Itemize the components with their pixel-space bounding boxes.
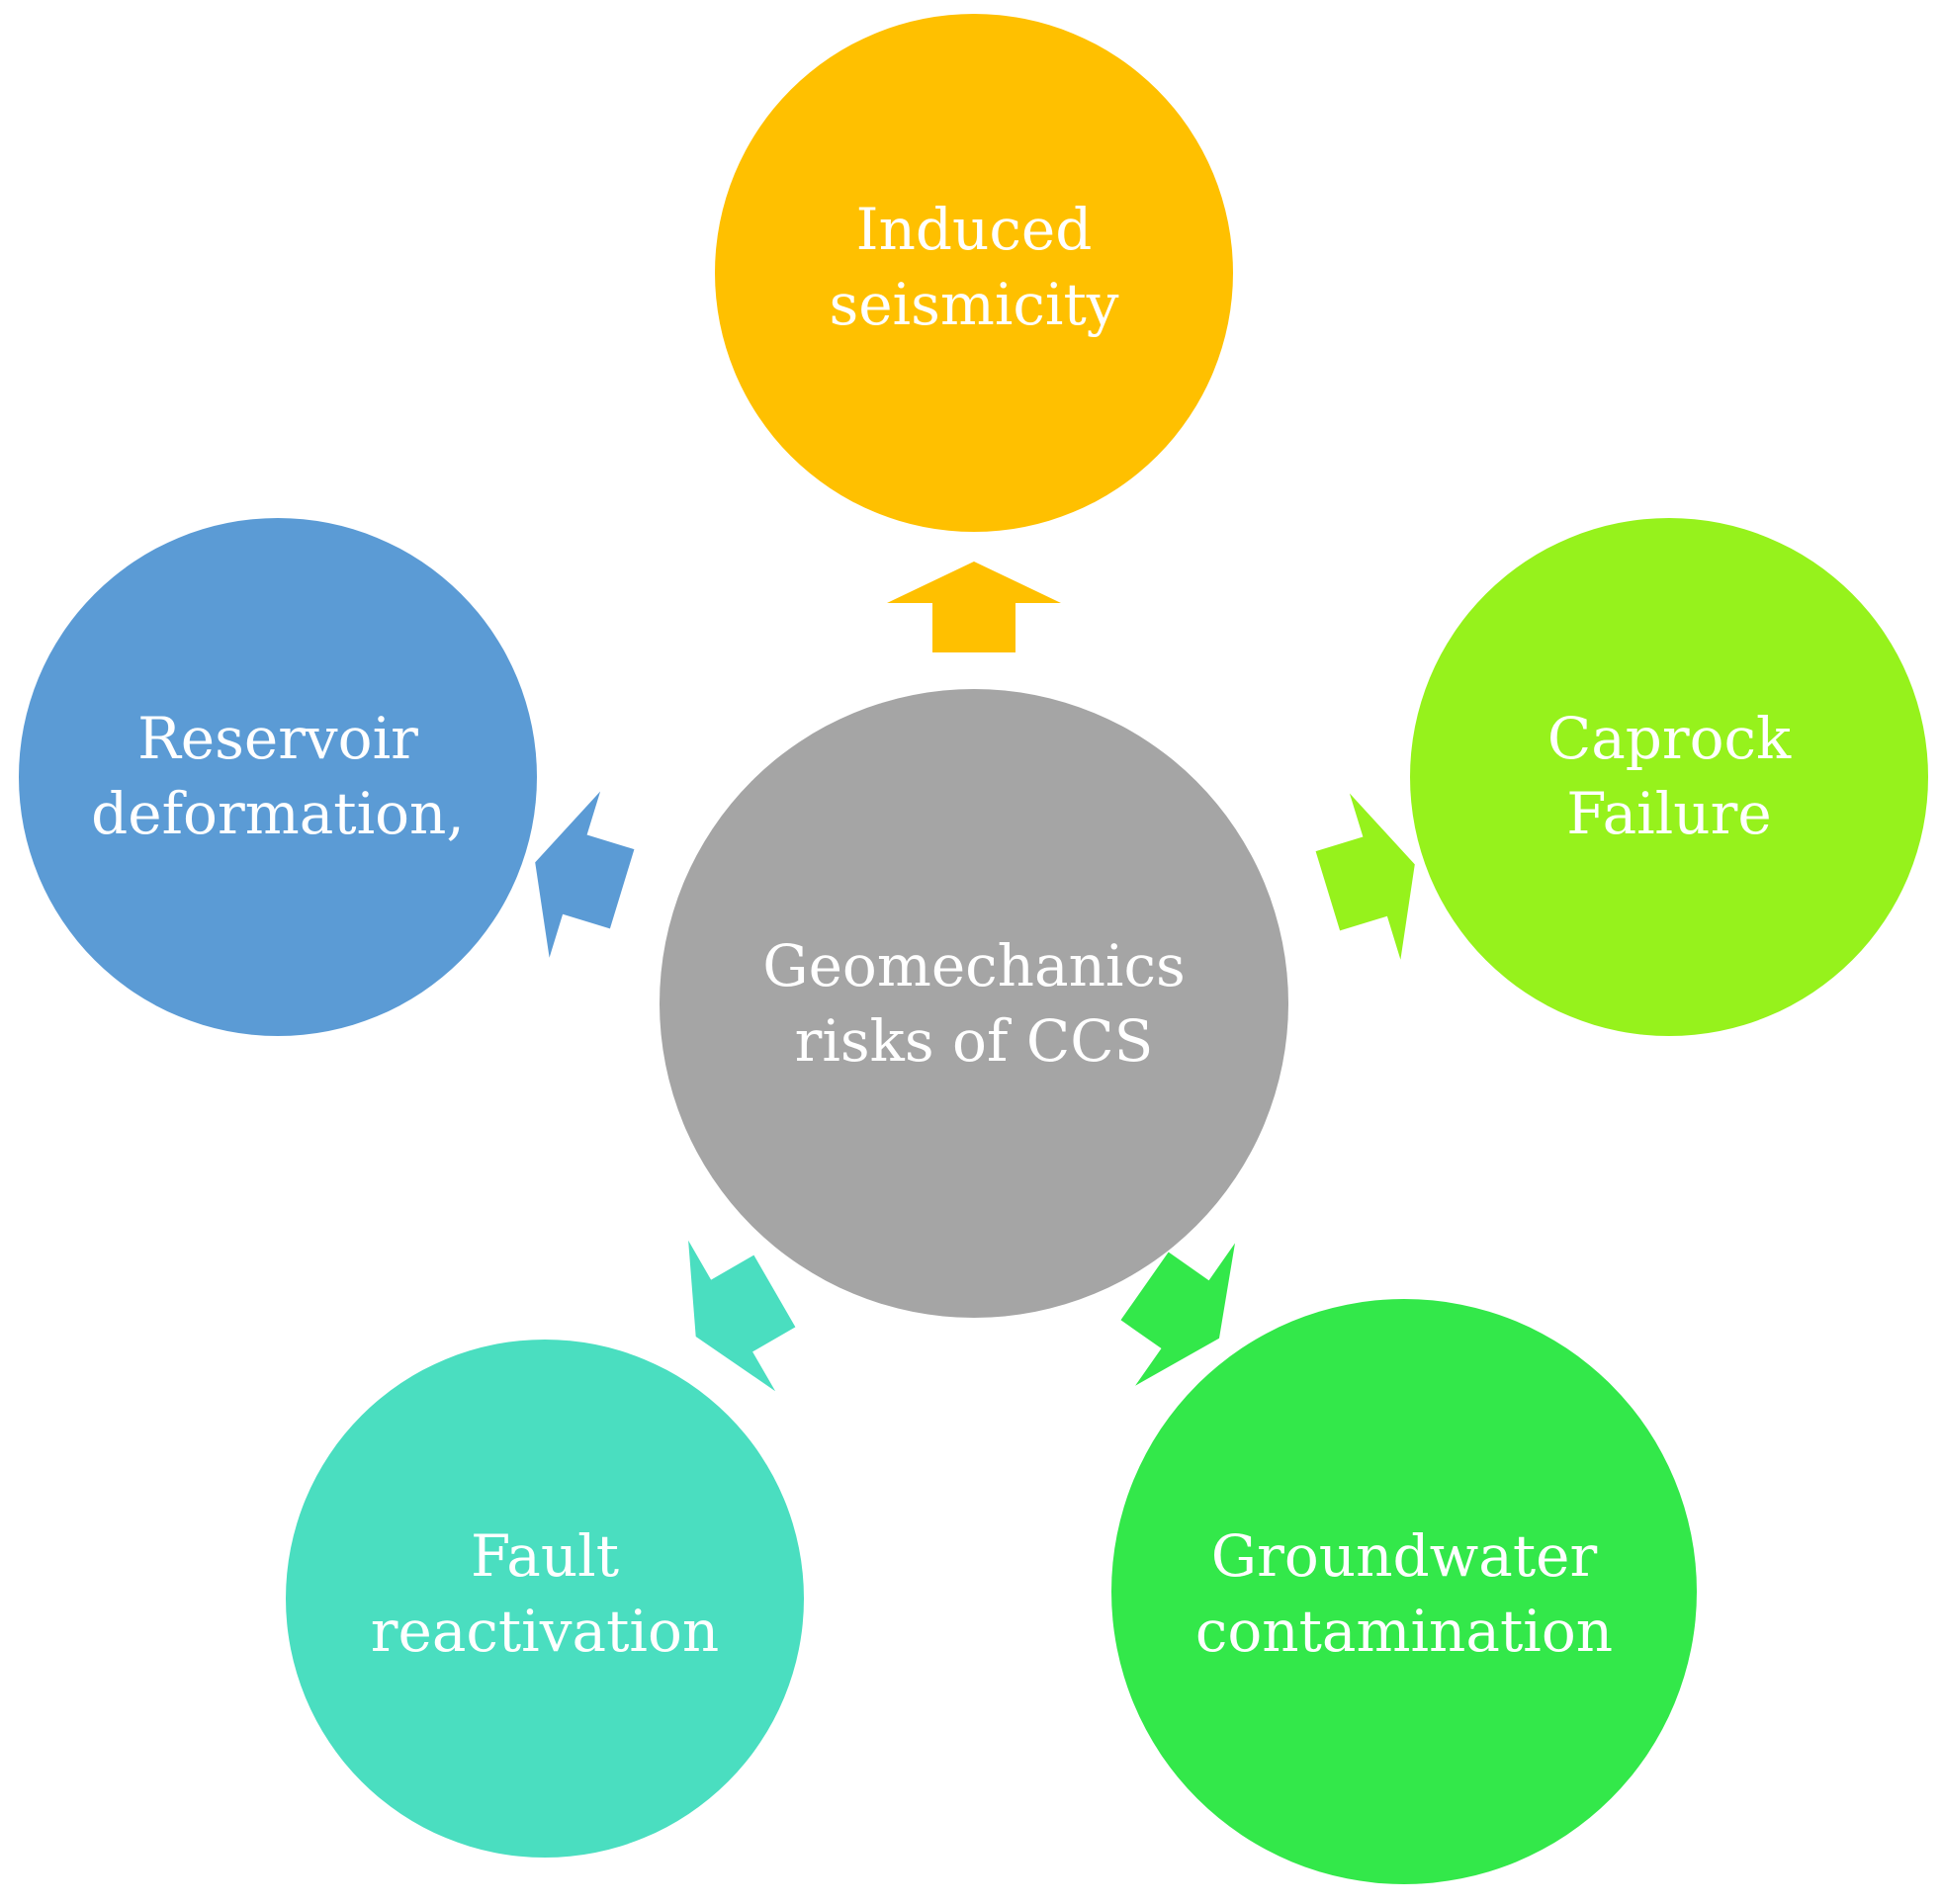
- node-circle: [19, 518, 537, 1036]
- arrow-to-groundwater-contamination: [1120, 1243, 1235, 1386]
- arrow-to-fault-reactivation: [688, 1240, 796, 1392]
- node-label-line-2: deformation,: [91, 780, 465, 847]
- node-reservoir-deformation: Reservoir deformation,: [19, 518, 537, 1036]
- node-label-line-1: Fault: [471, 1522, 619, 1590]
- node-circle: [286, 1340, 804, 1858]
- node-label-line-1: Groundwater: [1211, 1522, 1598, 1590]
- center-label-line-1: Geomechanics: [762, 932, 1185, 999]
- arrow-to-caprock-failure: [1315, 793, 1415, 960]
- center-node: Geomechanics risks of CCS: [660, 689, 1288, 1318]
- node-label-line-1: Caprock: [1547, 705, 1792, 772]
- node-circle: [1410, 518, 1928, 1036]
- node-circle: [715, 14, 1233, 532]
- node-label-line-2: reactivation: [371, 1598, 719, 1665]
- center-circle: [660, 689, 1288, 1318]
- node-caprock-failure: Caprock Failure: [1410, 518, 1928, 1036]
- node-label-line-1: Induced: [856, 196, 1093, 263]
- node-label-line-2: seismicity: [829, 271, 1118, 338]
- arrow-to-induced-seismicity: [887, 562, 1061, 652]
- node-induced-seismicity: Induced seismicity: [715, 14, 1233, 532]
- node-circle: [1111, 1299, 1697, 1884]
- node-label-line-2: contamination: [1195, 1598, 1613, 1665]
- center-label-line-2: risks of CCS: [795, 1007, 1154, 1075]
- node-label-line-1: Reservoir: [137, 705, 418, 772]
- node-fault-reactivation: Fault reactivation: [286, 1340, 804, 1858]
- arrow-to-reservoir-deformation: [535, 791, 635, 958]
- arrows: [535, 562, 1415, 1392]
- node-label-line-2: Failure: [1566, 780, 1771, 847]
- node-groundwater-contamination: Groundwater contamination: [1111, 1299, 1697, 1884]
